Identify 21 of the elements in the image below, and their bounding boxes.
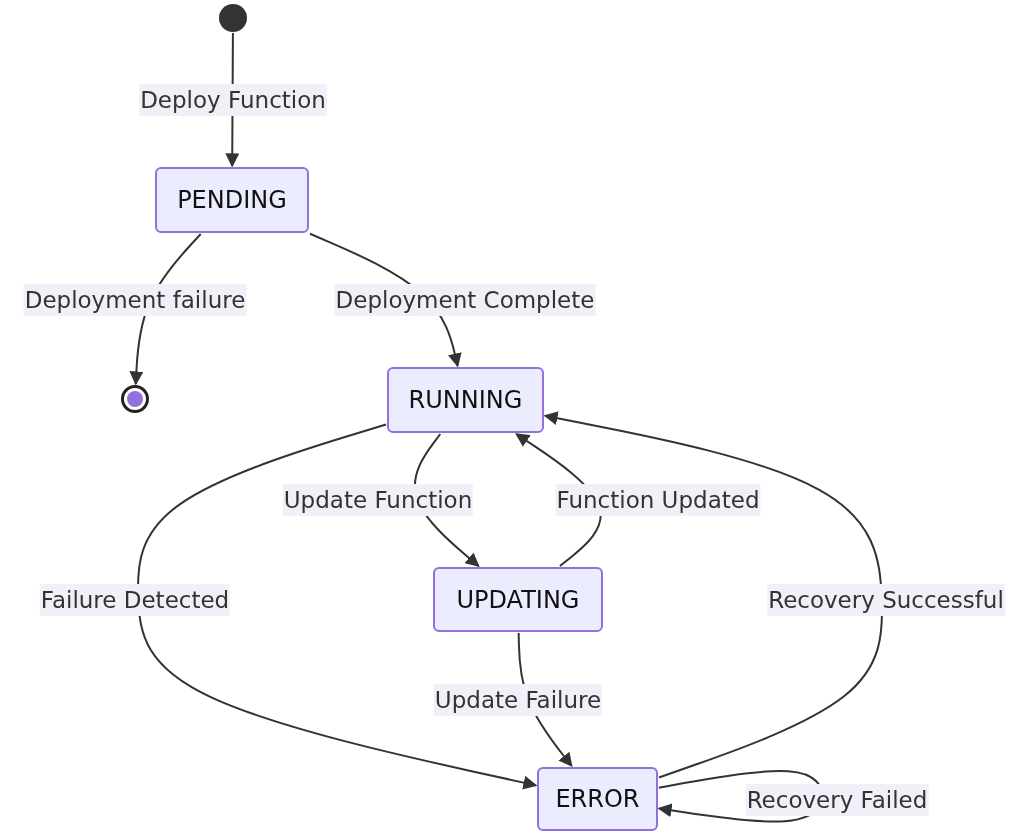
edge-label: Deployment failure: [23, 284, 247, 316]
edge-label: Update Function: [282, 484, 474, 516]
edge-label: Deploy Function: [139, 84, 327, 116]
end-state-icon: [121, 385, 149, 413]
start-state-icon: [219, 4, 247, 32]
state-name: ERROR: [555, 785, 640, 813]
state-name: PENDING: [177, 186, 287, 214]
state-box: [433, 567, 603, 632]
edge-label: Function Updated: [555, 484, 761, 516]
edge-label: Failure Detected: [39, 584, 231, 616]
state-name: UPDATING: [456, 585, 580, 614]
edge-label: Update Failure: [433, 684, 603, 716]
edge-label: Recovery Successful: [767, 584, 1005, 616]
state-box: [155, 167, 309, 233]
arrow: [136, 423, 538, 790]
edge-label: Deployment Complete: [334, 284, 596, 316]
edge-label: Recovery Failed: [745, 784, 929, 816]
state-box: [387, 367, 544, 433]
state-name: RUNNING: [408, 386, 523, 414]
arrow: [543, 411, 884, 779]
state-box: [537, 767, 658, 831]
